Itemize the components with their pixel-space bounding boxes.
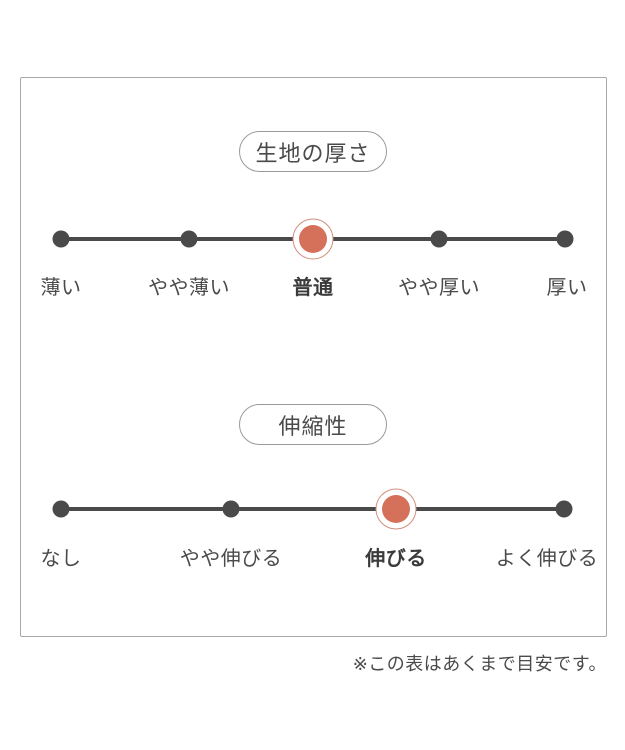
scale-dot	[52, 230, 70, 248]
scale-label: やや伸びる	[179, 548, 283, 570]
scale-label: 伸びる	[365, 548, 427, 570]
scale-label: 普通	[292, 277, 334, 299]
scale-dot	[556, 230, 574, 248]
chart-frame: 生地の厚さ薄い やや薄い 普通 やや厚い 厚い伸縮性なし やや伸びる 伸びる よく伸びる	[20, 77, 607, 637]
scale-label: 厚い	[546, 277, 588, 299]
scale-label: なし	[40, 548, 82, 570]
scale-label: 薄い	[40, 277, 82, 299]
disclaimer-note: ※この表はあくまで目安です。	[352, 654, 607, 674]
scale-label: やや厚い	[398, 277, 480, 299]
selected-dot	[299, 225, 327, 253]
scale-dot	[52, 500, 70, 518]
scale-dot	[430, 230, 448, 248]
scale-label: よく伸びる	[495, 548, 599, 570]
scale-dot	[555, 500, 573, 518]
scale-track	[61, 507, 564, 511]
scale-dot	[180, 230, 198, 248]
scale-title-pill: 伸縮性	[239, 404, 387, 445]
selected-dot	[382, 495, 410, 523]
scale-label: やや薄い	[148, 277, 230, 299]
scale-title-pill: 生地の厚さ	[239, 131, 387, 172]
scale-dot	[222, 500, 240, 518]
